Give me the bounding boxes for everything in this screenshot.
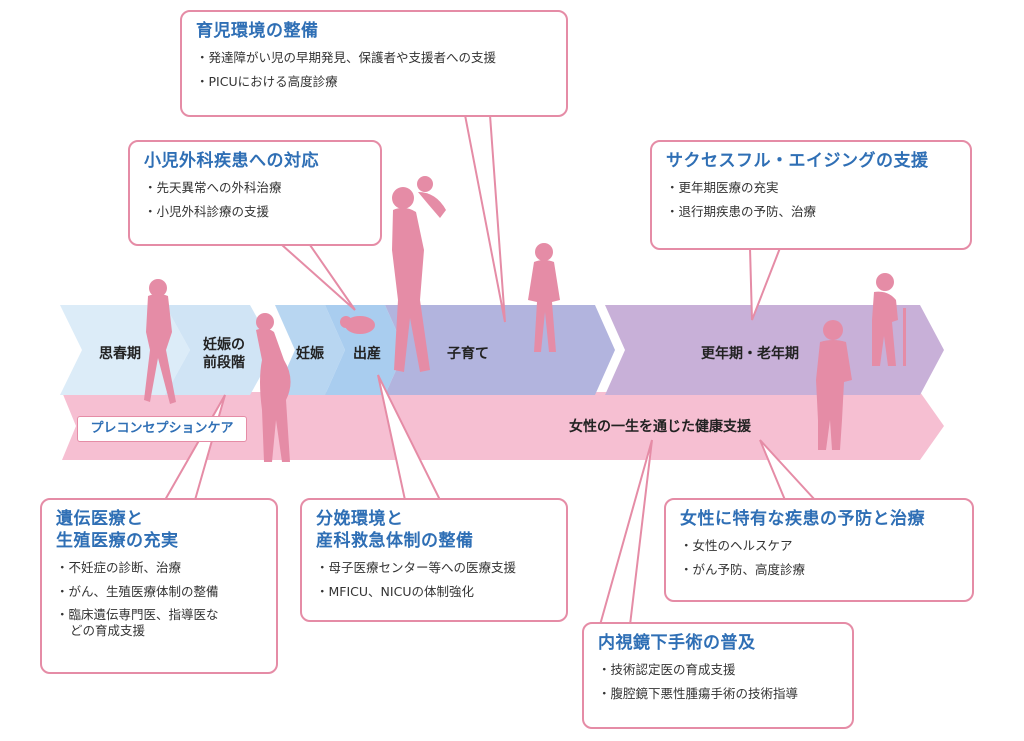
callout-childcare: 育児環境の整備 発達障がい児の早期発見、保護者や支援者への支援 PICUにおける…	[180, 10, 568, 117]
callout-endoscopic-item: 技術認定医の育成支援	[598, 662, 838, 678]
callout-pediatric-surgery-list: 先天異常への外科治療 小児外科診療の支援	[144, 180, 366, 219]
callout-delivery-title-line1: 分娩環境と	[316, 509, 404, 529]
pregnant-woman-silhouette	[256, 313, 291, 462]
callout-aging-title: サクセスフル・エイジングの支援	[666, 151, 929, 171]
callout-endoscopic-item: 腹腔鏡下悪性腫瘍手術の技術指導	[598, 686, 838, 702]
callout-childcare-item: 発達障がい児の早期発見、保護者や支援者への支援	[196, 50, 552, 66]
callout-pediatric-surgery-title: 小児外科疾患への対応	[144, 151, 319, 171]
callout-delivery-title-line2: 産科救急体制の整備	[316, 531, 474, 552]
callout-pediatric-surgery-item: 先天異常への外科治療	[144, 180, 366, 196]
callout-childcare-item: PICUにおける高度診療	[196, 74, 552, 90]
callout-genetics-item: 不妊症の診断、治療	[56, 560, 262, 576]
callout-women-disease-item: がん予防、高度診療	[680, 562, 958, 578]
connector-endoscopic	[598, 439, 653, 626]
callout-delivery-item: 母子医療センター等への医療支援	[316, 560, 552, 576]
callout-connectors	[163, 114, 818, 626]
stage-label-birth: 出産	[353, 346, 381, 362]
stage-label-pre-pregnancy-line2: 前段階	[203, 355, 245, 372]
lifelong-support-label: 女性の一生を通じた健康支援	[569, 419, 751, 435]
stage-label-menopause: 更年期・老年期	[701, 346, 799, 362]
stage-label-pregnancy: 妊娠	[296, 346, 324, 362]
callout-aging: サクセスフル・エイジングの支援 更年期医療の充実 退行期疾患の予防、治療	[650, 140, 972, 250]
callout-women-disease: 女性に特有な疾患の予防と治療 女性のヘルスケア がん予防、高度診療	[664, 498, 974, 602]
connector-childcare	[463, 114, 506, 323]
baby-silhouette	[340, 316, 375, 334]
callout-women-disease-item: 女性のヘルスケア	[680, 538, 958, 554]
callout-pediatric-surgery: 小児外科疾患への対応 先天異常への外科治療 小児外科診療の支援	[128, 140, 382, 246]
callout-genetics-item: がん、生殖医療体制の整備	[56, 584, 262, 600]
stage-arrow-pre-pregnancy	[165, 305, 275, 395]
callout-aging-list: 更年期医療の充実 退行期疾患の予防、治療	[666, 180, 956, 219]
callout-women-disease-list: 女性のヘルスケア がん予防、高度診療	[680, 538, 958, 577]
callout-genetics-item: 臨床遺伝専門医、指導医などの育成支援	[56, 607, 220, 638]
stage-arrow-child-rearing	[385, 305, 615, 395]
teen-girl-silhouette	[144, 279, 176, 404]
callout-genetics-title: 遺伝医療と 生殖医療の充実	[56, 508, 262, 552]
callout-delivery: 分娩環境と 産科救急体制の整備 母子医療センター等への医療支援 MFICU、NI…	[300, 498, 568, 622]
stage-label-child-rearing: 子育て	[447, 346, 489, 362]
callout-childcare-title: 育児環境の整備	[196, 21, 319, 41]
stage-label-puberty: 思春期	[99, 346, 141, 362]
connector-pediatric	[279, 244, 356, 311]
silhouettes	[144, 176, 906, 462]
preconception-care-label: プレコンセプションケア	[77, 416, 247, 442]
callout-pediatric-surgery-item: 小児外科診療の支援	[144, 204, 366, 220]
stage-arrow-menopause	[605, 305, 944, 395]
callout-women-disease-title: 女性に特有な疾患の予防と治療	[680, 509, 925, 529]
girl-silhouette	[528, 243, 560, 352]
middle-aged-woman-silhouette	[816, 320, 852, 450]
mother-and-child-silhouette	[392, 176, 446, 372]
callout-childcare-list: 発達障がい児の早期発見、保護者や支援者への支援 PICUにおける高度診療	[196, 50, 552, 89]
callout-endoscopic: 内視鏡下手術の普及 技術認定医の育成支援 腹腔鏡下悪性腫瘍手術の技術指導	[582, 622, 854, 729]
stage-label-pre-pregnancy-line1: 妊娠の	[203, 337, 245, 353]
callout-genetics-title-line1: 遺伝医療と	[56, 509, 144, 529]
callout-delivery-list: 母子医療センター等への医療支援 MFICU、NICUの体制強化	[316, 560, 552, 599]
callout-aging-item: 更年期医療の充実	[666, 180, 956, 196]
callout-genetics-list: 不妊症の診断、治療 がん、生殖医療体制の整備 臨床遺伝専門医、指導医などの育成支…	[56, 560, 262, 639]
callout-genetics-title-line2: 生殖医療の充実	[56, 531, 179, 552]
callout-delivery-item: MFICU、NICUの体制強化	[316, 584, 552, 600]
callout-genetics: 遺伝医療と 生殖医療の充実 不妊症の診断、治療 がん、生殖医療体制の整備 臨床遺…	[40, 498, 278, 674]
stage-arrow-pregnancy	[275, 305, 345, 395]
stage-label-pre-pregnancy: 妊娠の 前段階	[192, 336, 256, 372]
callout-delivery-title: 分娩環境と 産科救急体制の整備	[316, 508, 552, 552]
callout-endoscopic-list: 技術認定医の育成支援 腹腔鏡下悪性腫瘍手術の技術指導	[598, 662, 838, 701]
callout-aging-item: 退行期疾患の予防、治療	[666, 204, 956, 220]
callout-endoscopic-title: 内視鏡下手術の普及	[598, 633, 756, 653]
elderly-woman-silhouette	[872, 273, 906, 366]
